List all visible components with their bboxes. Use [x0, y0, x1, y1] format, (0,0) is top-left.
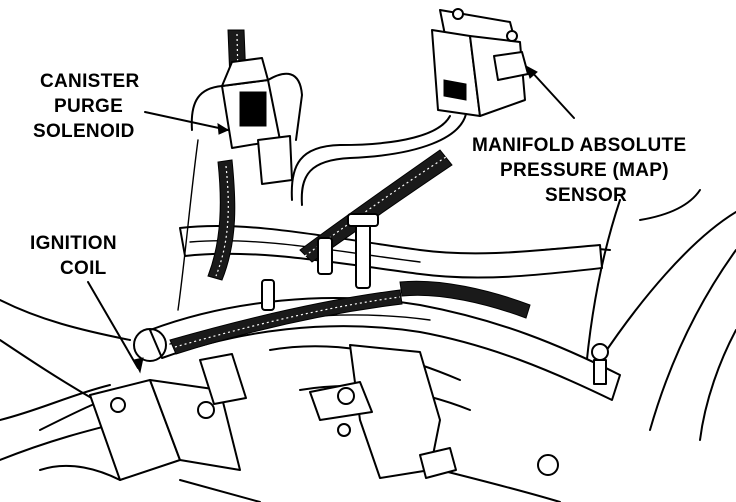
ignition-coil — [39, 328, 247, 481]
label-canister-line2: PURGE — [54, 96, 123, 117]
mounting-bracket — [309, 344, 457, 479]
hose-clamp — [261, 213, 379, 311]
label-canister-line3: SOLENOID — [33, 121, 135, 142]
label-ignition-line1: IGNITION — [30, 233, 117, 254]
wiring-harness-diagonal — [299, 149, 453, 263]
label-ignition-coil: IGNITION COIL — [30, 233, 117, 279]
label-map-line3: SENSOR — [545, 185, 627, 206]
canister-purge-solenoid — [177, 57, 303, 311]
vacuum-hose-upper — [179, 225, 603, 279]
wiring-harness-lower — [169, 280, 531, 355]
right-bolt — [537, 343, 609, 476]
label-map-line2: PRESSURE (MAP) — [500, 160, 669, 181]
map-sensor — [290, 8, 529, 206]
leader-lines — [87, 64, 575, 374]
label-map-sensor: MANIFOLD ABSOLUTE PRESSURE (MAP) SENSOR — [472, 135, 686, 206]
label-ignition-line2: COIL — [60, 258, 107, 279]
label-canister-line1: CANISTER — [40, 71, 140, 92]
label-map-line1: MANIFOLD ABSOLUTE — [472, 135, 686, 156]
label-canister-purge-solenoid: CANISTER PURGE SOLENOID — [33, 71, 140, 142]
